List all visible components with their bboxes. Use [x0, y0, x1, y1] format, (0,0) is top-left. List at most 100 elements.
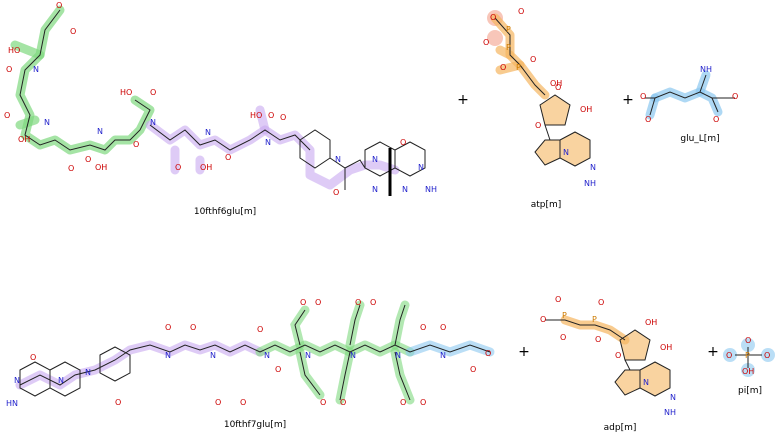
svg-text:O: O: [4, 111, 10, 120]
svg-text:P: P: [745, 351, 750, 360]
plus-sign-1: +: [457, 92, 469, 108]
svg-text:N: N: [402, 185, 408, 194]
svg-text:O: O: [300, 298, 306, 307]
svg-text:OH: OH: [550, 79, 562, 88]
svg-text:N: N: [670, 393, 676, 402]
svg-text:O: O: [485, 349, 491, 358]
svg-text:N: N: [563, 148, 569, 157]
svg-text:P: P: [506, 43, 511, 52]
svg-text:O: O: [595, 335, 601, 344]
molecule-pi: P O O O OH: [723, 336, 775, 377]
svg-text:O: O: [540, 315, 546, 324]
svg-text:N: N: [305, 351, 311, 360]
svg-text:N: N: [44, 118, 50, 127]
svg-text:O: O: [640, 92, 646, 101]
svg-text:O: O: [530, 55, 536, 64]
label-adp: adp[m]: [604, 423, 637, 432]
svg-text:O: O: [333, 188, 339, 197]
svg-text:N: N: [350, 351, 356, 360]
svg-text:O: O: [420, 323, 426, 332]
svg-text:N: N: [165, 351, 171, 360]
svg-text:O: O: [225, 153, 231, 162]
svg-text:O: O: [400, 398, 406, 407]
svg-text:N: N: [372, 155, 378, 164]
plus-sign-3: +: [518, 344, 530, 360]
svg-text:N: N: [643, 378, 649, 387]
svg-text:O: O: [257, 325, 263, 334]
svg-text:N: N: [418, 163, 424, 172]
svg-text:OH: OH: [645, 318, 657, 327]
molecule-atp: P P P O O O O O O OH OH O N N NH: [483, 7, 596, 188]
label-10fthf6glu: 10fthf6glu[m]: [194, 207, 256, 217]
svg-text:O: O: [764, 351, 770, 360]
svg-text:N: N: [58, 376, 64, 385]
svg-text:O: O: [726, 351, 732, 360]
svg-text:N: N: [335, 155, 341, 164]
svg-text:O: O: [500, 63, 506, 72]
svg-text:O: O: [555, 83, 561, 92]
label-glu-l: glu_L[m]: [680, 134, 719, 144]
svg-text:NH: NH: [425, 185, 437, 194]
label-atp: atp[m]: [531, 200, 562, 210]
molecule-10fthf7glu: O N HN N N O O O N N O O O N O O O N O O…: [6, 298, 495, 408]
svg-text:N: N: [265, 138, 271, 147]
svg-text:O: O: [470, 365, 476, 374]
plus-sign-2: +: [622, 92, 634, 108]
svg-text:OH: OH: [660, 343, 672, 352]
svg-text:O: O: [56, 1, 62, 10]
svg-text:N: N: [85, 368, 91, 377]
svg-text:O: O: [483, 38, 489, 47]
svg-text:N: N: [264, 351, 270, 360]
molecule-adp: P P O O O O O OH OH O N N NH: [540, 295, 676, 417]
svg-text:O: O: [280, 113, 286, 122]
plus-sign-4: +: [707, 344, 719, 360]
svg-text:O: O: [6, 65, 12, 74]
svg-text:P: P: [592, 315, 597, 324]
svg-text:HO: HO: [120, 88, 132, 97]
svg-text:O: O: [190, 323, 196, 332]
svg-text:O: O: [555, 295, 561, 304]
svg-text:P: P: [516, 63, 521, 72]
svg-text:O: O: [615, 351, 621, 360]
svg-text:O: O: [598, 298, 604, 307]
svg-text:O: O: [315, 298, 321, 307]
svg-text:O: O: [535, 121, 541, 130]
svg-text:OH: OH: [18, 135, 30, 144]
svg-text:HO: HO: [250, 111, 262, 120]
svg-text:N: N: [395, 351, 401, 360]
svg-text:NH: NH: [584, 179, 596, 188]
svg-text:O: O: [68, 164, 74, 173]
svg-text:OH: OH: [95, 163, 107, 172]
svg-text:O: O: [85, 155, 91, 164]
svg-text:O: O: [215, 398, 221, 407]
svg-text:N: N: [590, 163, 596, 172]
molecule-10fthf6glu: O O HO N O O N OH N O O OH HO O N O N O …: [4, 1, 437, 197]
svg-text:OH: OH: [580, 105, 592, 114]
svg-text:O: O: [370, 298, 376, 307]
svg-text:P: P: [562, 311, 567, 320]
label-10fthf7glu: 10fthf7glu[m]: [224, 420, 286, 430]
svg-text:HO: HO: [8, 46, 20, 55]
svg-text:O: O: [150, 88, 156, 97]
svg-text:O: O: [133, 140, 139, 149]
svg-text:NH: NH: [664, 408, 676, 417]
svg-text:O: O: [165, 323, 171, 332]
svg-text:O: O: [30, 353, 36, 362]
svg-text:N: N: [150, 118, 156, 127]
svg-text:O: O: [275, 365, 281, 374]
svg-text:P: P: [506, 25, 511, 34]
svg-text:HN: HN: [6, 399, 18, 408]
molecule-glu-l: O O NH O O: [640, 65, 738, 124]
svg-text:O: O: [240, 398, 246, 407]
svg-text:O: O: [320, 398, 326, 407]
svg-text:O: O: [340, 398, 346, 407]
label-pi: pi[m]: [738, 386, 762, 396]
svg-text:O: O: [518, 7, 524, 16]
svg-text:N: N: [97, 127, 103, 136]
svg-text:O: O: [70, 27, 76, 36]
svg-text:O: O: [490, 13, 496, 22]
svg-text:O: O: [440, 323, 446, 332]
svg-text:O: O: [745, 336, 751, 345]
svg-text:O: O: [355, 298, 361, 307]
